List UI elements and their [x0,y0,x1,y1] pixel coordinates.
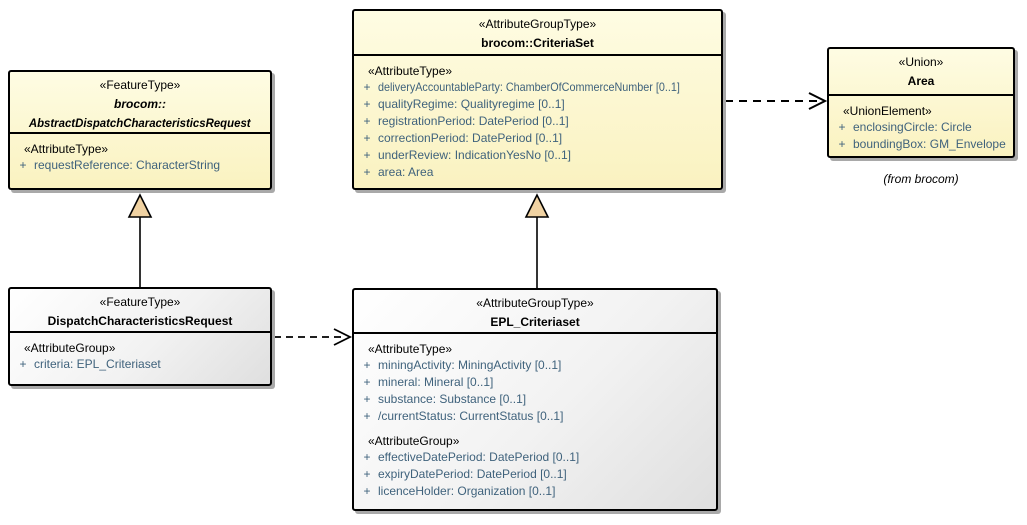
attribute-text: criteria: EPL_Criteriaset [34,357,161,371]
generalization-epl-to-criteriaset [524,193,550,288]
attribute-row: + requestReference: CharacterString [12,157,268,174]
stereotype-label: «AttributeGroupType» [476,296,594,310]
attribute-text: qualityRegime: Qualityregime [0..1] [378,97,565,111]
class-area: «Union» Area «UnionElement» + enclosingC… [827,47,1015,158]
attribute-row: + area: Area [356,164,719,181]
section-label: «AttributeType» [24,142,109,156]
attribute-text: registrationPeriod: DatePeriod [0..1] [378,114,569,128]
attribute-text: deliveryAccountableParty: ChamberOfComme… [378,80,680,94]
package-origin-note: (from brocom) [883,172,959,186]
visibility-plus: + [363,80,371,94]
attribute-row: + /currentStatus: CurrentStatus [0..1] [356,408,714,425]
class-header: «Union» Area [829,49,1013,96]
class-name: brocom::CriteriaSet [481,36,594,50]
class-header: «AttributeGroupType» brocom::CriteriaSet [354,11,721,56]
attributes-compartment: «AttributeType» + requestReference: Char… [10,134,270,174]
attributes-compartment: «UnionElement» + enclosingCircle: Circle… [829,96,1013,153]
generalization-arrowhead [127,193,153,218]
visibility-plus: + [363,392,371,406]
attribute-row: + boundingBox: GM_Envelope [831,136,1011,153]
class-header: «FeatureType» DispatchCharacteristicsReq… [10,289,270,333]
visibility-plus: + [363,450,371,464]
generalization-dispatch-to-abstract [127,193,153,287]
attribute-text: underReview: IndicationYesNo [0..1] [378,148,572,162]
class-epl-criteriaset: «AttributeGroupType» EPL_Criteriaset «At… [352,288,718,511]
attribute-text: correctionPeriod: DatePeriod [0..1] [378,131,563,145]
visibility-plus: + [363,165,371,179]
attribute-text: area: Area [378,165,434,179]
visibility-plus: + [363,484,371,498]
dependency-open-arrowhead [333,328,353,346]
attribute-row: + enclosingCircle: Circle [831,119,1011,136]
attribute-text: enclosingCircle: Circle [853,120,972,134]
attributes-compartment: «AttributeType» + deliveryAccountablePar… [354,56,721,181]
attribute-row: + correctionPeriod: DatePeriod [0..1] [356,130,719,147]
attribute-row: + registrationPeriod: DatePeriod [0..1] [356,113,719,130]
class-header: «AttributeGroupType» EPL_Criteriaset [354,290,716,334]
stereotype-label: «Union» [898,55,944,69]
visibility-plus: + [363,358,371,372]
class-name-line2: AbstractDispatchCharacteristicsRequest [29,116,251,130]
stereotype-label: «FeatureType» [99,295,181,309]
attribute-row: + substance: Substance [0..1] [356,391,714,408]
section-label: «AttributeType» [368,342,453,356]
attributes-compartment: «AttributeGroup» + criteria: EPL_Criteri… [10,333,270,373]
class-name: Area [907,74,935,88]
visibility-plus: + [363,409,371,423]
attribute-text: miningActivity: MiningActivity [0..1] [378,358,562,372]
visibility-plus: + [363,467,371,481]
dependency-open-arrowhead [808,92,828,110]
visibility-plus: + [363,131,371,145]
section-label: «UnionElement» [843,104,932,118]
section-label: «AttributeType» [368,64,453,78]
attribute-text: licenceHolder: Organization [0..1] [378,484,556,498]
attribute-text: substance: Substance [0..1] [378,392,527,406]
visibility-plus: + [19,158,27,172]
class-header: «FeatureType» brocom:: AbstractDispatchC… [10,72,270,134]
attribute-text: expiryDatePeriod: DatePeriod [0..1] [378,467,567,481]
visibility-plus: + [363,114,371,128]
attribute-row: + qualityRegime: Qualityregime [0..1] [356,96,719,113]
attribute-row: + effectiveDatePeriod: DatePeriod [0..1] [356,449,714,466]
section-label: «AttributeGroup» [24,341,116,355]
stereotype-label: «FeatureType» [99,78,181,92]
generalization-arrowhead [524,193,550,218]
attribute-row: + mineral: Mineral [0..1] [356,374,714,391]
visibility-plus: + [19,357,27,371]
attribute-text: boundingBox: GM_Envelope [853,137,1006,151]
attribute-text: requestReference: CharacterString [34,158,221,172]
visibility-plus: + [363,97,371,111]
dependency-criteriaset-to-area [725,92,828,110]
attribute-row: + underReview: IndicationYesNo [0..1] [356,147,719,164]
attribute-text: effectiveDatePeriod: DatePeriod [0..1] [378,450,580,464]
visibility-plus: + [838,120,846,134]
attribute-row: + miningActivity: MiningActivity [0..1] [356,357,714,374]
dependency-dispatch-to-epl [274,328,353,346]
section-label: «AttributeGroup» [368,434,460,448]
class-name-line1: brocom:: [114,97,166,111]
attribute-text: /currentStatus: CurrentStatus [0..1] [378,409,564,423]
visibility-plus: + [363,375,371,389]
attribute-row: + deliveryAccountableParty: ChamberOfCom… [356,79,719,96]
visibility-plus: + [838,137,846,151]
class-criteriaset: «AttributeGroupType» brocom::CriteriaSet… [352,9,723,190]
class-name: EPL_Criteriaset [490,315,580,329]
attribute-text: mineral: Mineral [0..1] [378,375,494,389]
attribute-row: + criteria: EPL_Criteriaset [12,356,268,373]
class-dispatch-characteristics-request: «FeatureType» DispatchCharacteristicsReq… [8,287,272,386]
attribute-row: + expiryDatePeriod: DatePeriod [0..1] [356,466,714,483]
attribute-row: + licenceHolder: Organization [0..1] [356,483,714,500]
attributes-compartment: «AttributeType» + miningActivity: Mining… [354,334,716,500]
stereotype-label: «AttributeGroupType» [478,17,597,31]
class-abstract-dispatch-characteristics-request: «FeatureType» brocom:: AbstractDispatchC… [8,70,272,190]
class-name: DispatchCharacteristicsRequest [47,314,233,328]
visibility-plus: + [363,148,371,162]
